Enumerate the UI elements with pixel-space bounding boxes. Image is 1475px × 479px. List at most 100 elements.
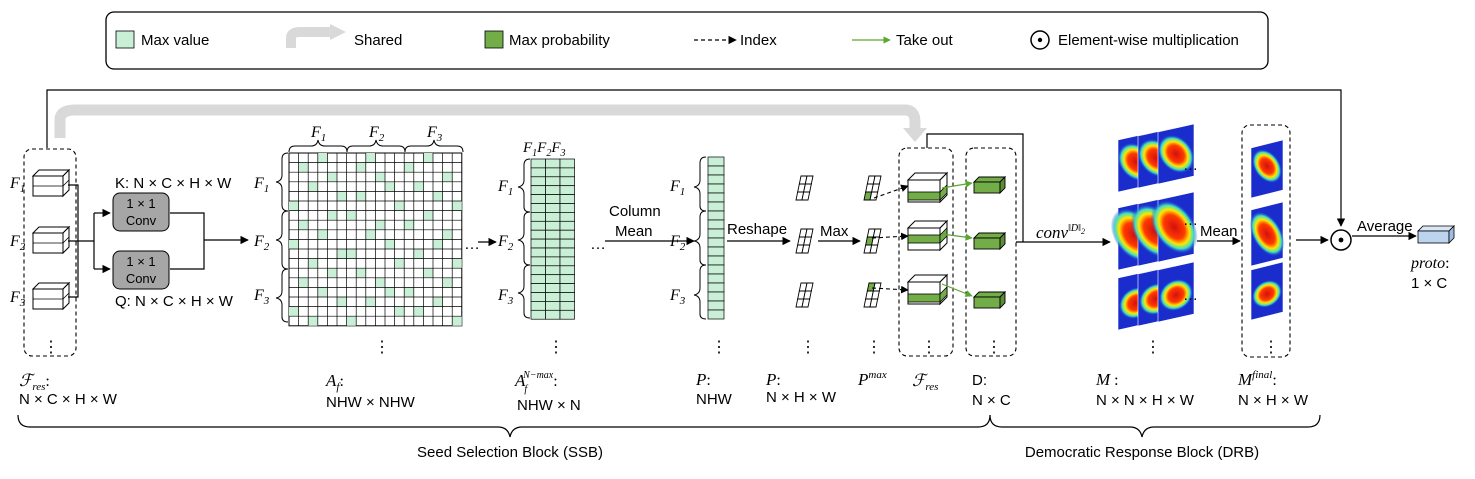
af-cell-green <box>385 181 395 192</box>
afn-cell <box>530 176 546 187</box>
p-cell <box>707 183 725 194</box>
conv-k-box <box>112 192 170 232</box>
p-cell <box>707 291 725 302</box>
af-dim: NHW × NHW <box>326 394 416 411</box>
pmax-grid-3 <box>863 282 882 308</box>
index-arrow-2 <box>871 232 909 241</box>
p-cell <box>707 246 725 257</box>
p-cell <box>707 219 725 230</box>
af-cell-green <box>385 239 395 249</box>
afn-cell <box>545 220 561 231</box>
af-cell-green <box>356 162 366 173</box>
take-out-arrow-2 <box>941 233 973 241</box>
afn-cell <box>559 309 575 320</box>
f-res-mid-cubes <box>906 171 949 306</box>
af-cell-green <box>327 210 337 221</box>
af-cell-green <box>442 172 453 182</box>
p-cell <box>707 255 725 266</box>
conv-q: 1 × 1 Conv <box>112 250 170 290</box>
af-cell-green <box>327 172 337 182</box>
afn-cell <box>545 301 561 311</box>
af-cell-green <box>289 239 299 249</box>
afn-cell <box>530 158 546 169</box>
legend-max-value: Max value <box>141 32 209 49</box>
residual-line <box>46 89 1346 227</box>
afn-hdots: … <box>590 236 606 253</box>
proto-box <box>1417 225 1455 244</box>
afn-left-braces <box>517 158 531 319</box>
shared-arrow <box>54 104 921 138</box>
proto-dim: 1 × C <box>1411 275 1447 292</box>
afn-cell <box>530 274 546 284</box>
afn-cell <box>559 158 575 169</box>
proto-label: proto: <box>1410 255 1450 272</box>
ssb-label: Seed Selection Block (SSB) <box>417 444 603 461</box>
afn-cell <box>545 229 561 240</box>
af-label: Af: <box>325 371 344 393</box>
afn-cell <box>559 185 575 195</box>
af-cell-green <box>404 162 414 173</box>
afn-left-f1: F1 <box>497 178 513 198</box>
af-left-f2: F2 <box>253 233 270 253</box>
af-cell-green <box>394 258 405 269</box>
af-cell-green <box>327 268 337 278</box>
af-cell-green <box>413 181 424 192</box>
f-res-dashed-box <box>23 148 77 357</box>
legend: Max value Shared Max probability Index T… <box>105 11 1269 70</box>
afn-cell <box>545 274 561 284</box>
mfinal-dim: N × H × W <box>1238 392 1309 409</box>
af-cell-green <box>337 249 347 259</box>
mfinal-vdots: ⋮ <box>1263 339 1279 356</box>
af-matrix <box>288 152 463 327</box>
afn-cell <box>530 238 546 249</box>
p2-dim: N × H × W <box>766 389 837 406</box>
mean-label: Mean <box>1200 223 1238 240</box>
take-out-arrow-3 <box>941 283 973 297</box>
af-cell-green <box>375 220 385 230</box>
legend-max-probability: Max probability <box>509 32 610 49</box>
af-cell-green <box>346 249 357 259</box>
af-cell-green <box>413 306 424 317</box>
q-label: Q: N × C × H × W <box>115 293 234 310</box>
column-mean-label-2: Mean <box>615 223 653 240</box>
afn-cell <box>545 265 561 276</box>
pmax-grid-1 <box>863 175 882 201</box>
pmax-label: Pmax <box>857 369 887 389</box>
afn-cell <box>530 256 546 267</box>
p-cell <box>707 300 725 311</box>
max-label: Max <box>820 223 849 240</box>
heatmap-3-3 <box>1157 261 1195 323</box>
d-dim: N × C <box>972 392 1011 409</box>
drb-label: Democratic Response Block (DRB) <box>1025 444 1259 461</box>
afn-top-label: F1F2F3 <box>522 140 566 159</box>
af-cell-green <box>346 210 357 221</box>
p-cell <box>707 237 725 248</box>
p-grid-2 <box>795 228 814 254</box>
af-cell-green <box>289 306 299 317</box>
mfinal-map-3 <box>1250 261 1284 321</box>
af-cell-green <box>404 287 414 297</box>
af-cell-green <box>404 220 414 230</box>
afn-cell <box>545 203 561 213</box>
m-hdots-1: … <box>1183 157 1198 174</box>
m-hdots-2: … <box>1183 212 1198 229</box>
p-left-f2: F2 <box>669 233 686 253</box>
af-hdots: … <box>464 236 480 253</box>
afn-cell <box>559 194 575 204</box>
input-f1-label: F1 <box>9 175 25 195</box>
afn-cell <box>559 247 575 258</box>
heatmap-1-3 <box>1157 123 1195 185</box>
heatmap-2-3 <box>1150 191 1198 263</box>
afn-cell <box>530 212 546 222</box>
p-left-f3: F3 <box>669 287 686 307</box>
af-cell-green <box>442 229 453 240</box>
af-left-f1: F1 <box>253 175 269 195</box>
af-top-f1: F1 <box>310 124 326 144</box>
af-cell-green <box>452 201 462 211</box>
af-top-f3: F3 <box>426 124 443 144</box>
af-cell-green <box>365 297 376 307</box>
af-cell-green <box>423 268 433 278</box>
afn-vdots: ⋮ <box>548 339 564 356</box>
reshape-label: Reshape <box>727 221 787 238</box>
